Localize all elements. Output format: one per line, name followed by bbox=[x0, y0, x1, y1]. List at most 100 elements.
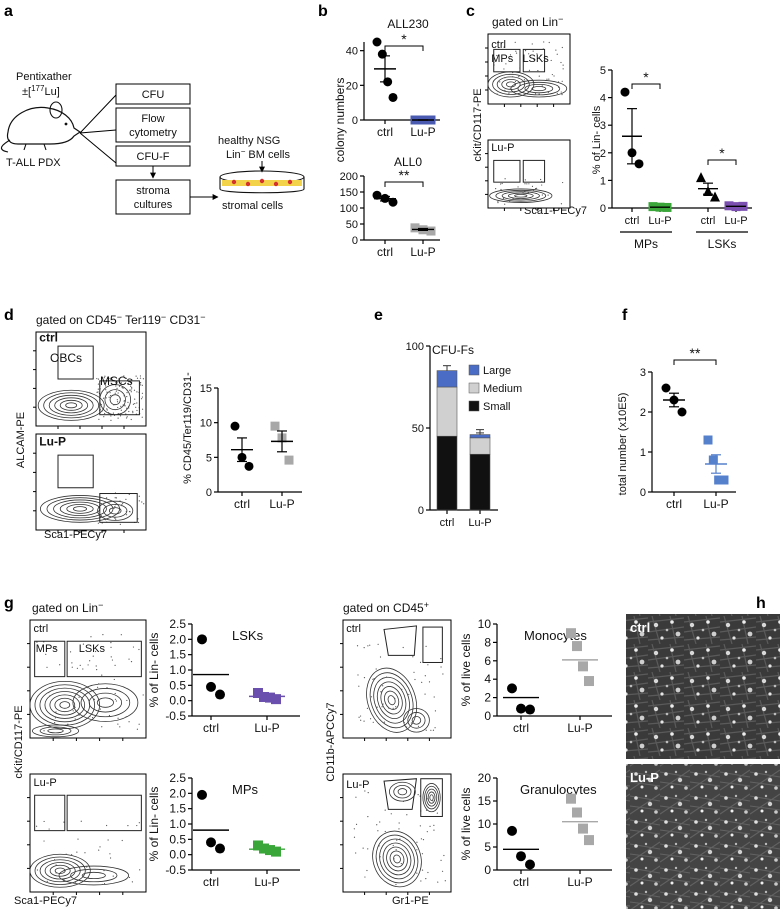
g-flow-ctrl-lsk-event bbox=[43, 730, 45, 732]
g-flow-ctrl-lsk-event bbox=[101, 726, 103, 728]
c-mps-bracket bbox=[631, 83, 661, 89]
g-flow-lup-cd45-label: Lu-P bbox=[346, 779, 369, 791]
c-group-label-mps: MPs bbox=[634, 237, 658, 251]
g-flow-ctrl-cd45-event bbox=[379, 656, 382, 658]
g-flow-ctrl-lsk-frame bbox=[29, 619, 147, 739]
c-flow-ctrl-event bbox=[505, 63, 507, 65]
g-flow-ctrl-cd45-event bbox=[373, 678, 375, 680]
d-flow-ctrl-event bbox=[123, 400, 125, 402]
g-flow-lup-lsk-event bbox=[103, 869, 105, 872]
panel-letter-c: c bbox=[466, 3, 475, 20]
g-flow-lup-cd45-event bbox=[399, 838, 401, 840]
g-flow-lup-cd45-event bbox=[393, 858, 395, 860]
g-flow-ctrl-lsk-event bbox=[108, 714, 111, 717]
d-flow-ctrl-event bbox=[119, 397, 121, 399]
d-flow-ctrl-event bbox=[122, 404, 124, 406]
d-flow-lup-event bbox=[115, 497, 117, 499]
g-flow-ctrl-cd45-event bbox=[417, 725, 420, 727]
c-flow-ctrl-event bbox=[496, 54, 498, 57]
c-flow-lup-event bbox=[502, 197, 505, 200]
g-gran-xtick-label: Lu-P bbox=[567, 875, 592, 889]
d-flow-ctrl-event bbox=[141, 384, 143, 386]
g-flow-ctrl-lsk-event bbox=[36, 641, 38, 643]
g-flow-lup-cd45-event bbox=[367, 816, 369, 818]
d-point bbox=[284, 455, 294, 465]
panel-c: c gated on Lin− cKit/CD117-PE Sca1-PECy7… bbox=[466, 3, 752, 251]
d-flow-lup-event bbox=[97, 520, 99, 522]
g-flow-right-ylabel: CD11b-APCCy7 bbox=[325, 702, 337, 781]
g-flow-ctrl-cd45-event bbox=[413, 671, 415, 673]
g-flow-lup-cd45-event bbox=[406, 814, 408, 816]
g-flow-lup-lsk-event bbox=[131, 881, 133, 883]
g-flow-ctrl-cd45-event bbox=[412, 656, 414, 658]
g-flow-ctrl-lsk-event bbox=[114, 692, 116, 695]
g-flow-lup-cd45-event bbox=[443, 854, 445, 857]
d-flow-ctrl-contour bbox=[37, 389, 105, 421]
g-flow-ctrl-cd45-event bbox=[386, 676, 388, 678]
g-flow-lup-cd45-event bbox=[436, 812, 438, 814]
d-flow-lup-contour bbox=[66, 503, 94, 514]
c-flow-ctrl-event bbox=[556, 92, 558, 94]
g-flow-lup-lsk-contour bbox=[44, 862, 76, 880]
c-flow-ctrl-event bbox=[503, 68, 505, 70]
d-flow-ctrl-contour bbox=[43, 392, 100, 419]
c-flow-ctrl-event bbox=[518, 75, 520, 78]
d-flow-lup-event bbox=[121, 505, 123, 507]
c-flow-lup-event bbox=[517, 186, 519, 188]
g-flow-ctrl-lsk-event bbox=[125, 716, 127, 718]
g-flow-lup-lsk-event bbox=[85, 869, 88, 871]
d-flow-lup-contour bbox=[108, 507, 122, 515]
g-flow-ctrl-lsk-event bbox=[49, 725, 51, 727]
b-bot-xtick-label: ctrl bbox=[377, 245, 393, 259]
g-flow-lup-cd45-contour bbox=[389, 781, 416, 802]
e-bar-small bbox=[469, 453, 491, 511]
d-flow-ctrl-event bbox=[119, 415, 122, 417]
g-mp-ytick-label: 2.0 bbox=[169, 786, 186, 800]
g-mp-xtick-label: ctrl bbox=[203, 875, 219, 889]
g-flow-ctrl-lsk-event bbox=[74, 718, 76, 720]
c-ytick-label: 1 bbox=[600, 175, 606, 187]
d-flow-ctrl-event bbox=[104, 385, 107, 387]
g-flow-lup-cd45-contour bbox=[379, 838, 415, 880]
g-flow-ctrl-lsk-event bbox=[59, 664, 61, 666]
g-flow-ctrl-cd45-event bbox=[382, 685, 384, 687]
c-flow-ctrl-event bbox=[529, 79, 531, 82]
c-flow-ctrl-event bbox=[524, 50, 527, 52]
g-flow-lup-cd45-contour bbox=[393, 854, 401, 864]
g-flow-ctrl-lsk-event bbox=[82, 643, 85, 645]
d-flow-ctrl-event bbox=[132, 403, 135, 405]
g-lsk-point bbox=[206, 681, 216, 692]
d-flow-lup-event bbox=[97, 522, 99, 524]
c-flow-ctrl-event bbox=[532, 50, 534, 52]
g-flow-lup-lsk-event bbox=[121, 839, 123, 842]
g-flow-lup-cd45-event bbox=[444, 880, 446, 882]
g-gran-point bbox=[584, 835, 594, 846]
g-flow-ctrl-lsk-contour bbox=[54, 697, 76, 713]
c-flow-lup-event bbox=[531, 185, 534, 187]
g-mp-point bbox=[271, 846, 281, 857]
d-flow-ctrl-obcs-label: OBCs bbox=[50, 351, 82, 365]
c-flow-ctrl-event bbox=[509, 54, 512, 56]
g-flow-lup-lsk-contour bbox=[70, 868, 118, 883]
g-flow-ctrl-lsk-event bbox=[89, 660, 91, 662]
c-flow-lup-contour bbox=[501, 191, 540, 201]
dish-label-line2: Lin− BM cells bbox=[226, 147, 290, 161]
d-flow-ctrl-event bbox=[133, 389, 136, 391]
d-flow-ctrl-event bbox=[117, 392, 119, 394]
c-xtick-label: Lu-P bbox=[648, 215, 671, 227]
g-flow-lup-lsk-event bbox=[107, 839, 109, 841]
g-flow-ctrl-lsk-event bbox=[142, 694, 144, 696]
g-mono-ylabel: % of live cells bbox=[459, 634, 473, 707]
g-flow-ctrl-lsk-event bbox=[74, 706, 76, 708]
g-flow-lup-lsk-event bbox=[128, 876, 131, 879]
g-flow-lup-cd45-gate bbox=[420, 778, 443, 817]
g-flow-ctrl-lsk-event bbox=[128, 658, 130, 660]
g-flow-ctrl-cd45-event bbox=[367, 645, 369, 647]
c-flow-ctrl-event bbox=[514, 80, 517, 83]
g-flow-lup-cd45-event bbox=[422, 839, 425, 841]
g-flow-lup-lsk-event bbox=[55, 872, 57, 874]
b-top-bracket bbox=[384, 45, 424, 51]
panel-letter-f: f bbox=[622, 307, 628, 324]
